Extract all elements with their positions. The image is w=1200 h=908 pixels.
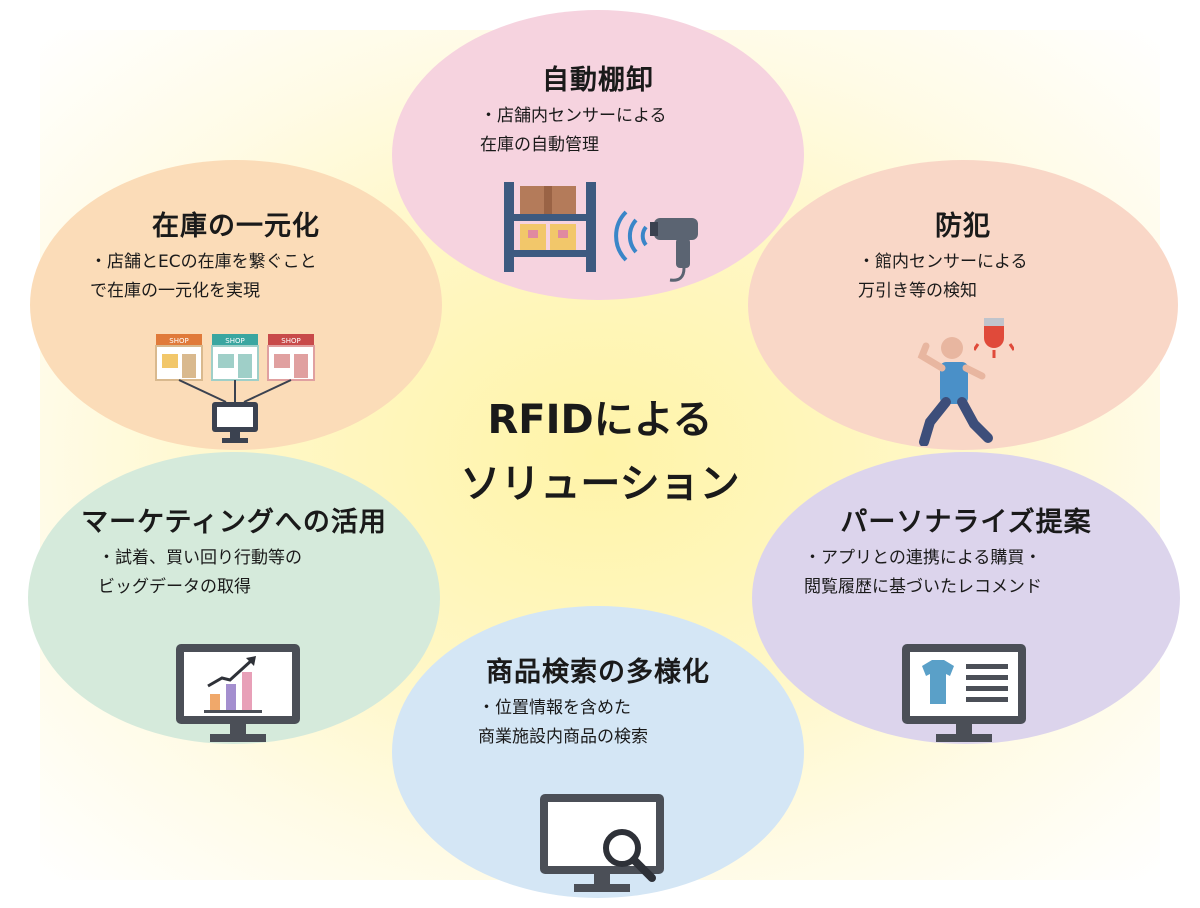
bubble-personalize: パーソナライズ提案 ・アプリとの連携による購買・ 閲覧履歴に基づいたレコメンド bbox=[752, 452, 1180, 744]
search-monitor-icon bbox=[538, 792, 668, 892]
center-title-line1: RFIDによる bbox=[487, 397, 713, 443]
bubble-desc: ・館内センサーによる 万引き等の検知 bbox=[858, 252, 1028, 301]
shop-network-icon: SHOP SHOP SHOP bbox=[150, 328, 324, 446]
bubble-desc: ・位置情報を含めた 商業施設内商品の検索 bbox=[478, 698, 648, 747]
chart-monitor-icon bbox=[174, 642, 302, 744]
scanner-icon bbox=[604, 190, 704, 286]
bubble-title: マーケティングへの活用 bbox=[81, 507, 387, 538]
thief-icon bbox=[916, 334, 996, 446]
shop-sign: SHOP bbox=[225, 337, 244, 345]
alarm-icon bbox=[974, 316, 1014, 360]
bubble-title: パーソナライズ提案 bbox=[840, 507, 1092, 538]
bubble-title: 自動棚卸 bbox=[542, 65, 654, 96]
shelf-icon bbox=[500, 178, 600, 274]
shop-icon bbox=[155, 334, 203, 381]
bubble-unified-stock: 在庫の一元化 ・店舗とECの在庫を繋ぐこと で在庫の一元化を実現 S bbox=[30, 160, 442, 450]
bubble-title: 防犯 bbox=[935, 211, 991, 242]
bubble-security: 防犯 ・館内センサーによる 万引き等の検知 bbox=[748, 160, 1178, 450]
shop-icon bbox=[211, 334, 259, 381]
bubble-desc: ・試着、買い回り行動等の ビッグデータの取得 bbox=[98, 548, 302, 597]
center-title: RFIDによる ソリューション bbox=[430, 388, 770, 516]
bubble-title: 在庫の一元化 bbox=[152, 211, 320, 242]
bubble-marketing: マーケティングへの活用 ・試着、買い回り行動等の ビッグデータの取得 bbox=[28, 452, 440, 744]
shop-sign: SHOP bbox=[169, 337, 188, 345]
bubble-auto-inventory: 自動棚卸 ・店舗内センサーによる 在庫の自動管理 bbox=[392, 10, 804, 300]
bubble-desc: ・店舗とECの在庫を繋ぐこと で在庫の一元化を実現 bbox=[90, 252, 317, 301]
shop-icon bbox=[267, 334, 315, 381]
pc-monitor-icon bbox=[212, 402, 258, 443]
bubble-desc: ・店舗内センサーによる 在庫の自動管理 bbox=[480, 106, 667, 155]
bubble-desc: ・アプリとの連携による購買・ 閲覧履歴に基づいたレコメンド bbox=[804, 548, 1042, 597]
center-title-line2: ソリューション bbox=[460, 461, 740, 507]
bubble-product-search: 商品検索の多様化 ・位置情報を含めた 商業施設内商品の検索 bbox=[392, 606, 804, 898]
bubble-title: 商品検索の多様化 bbox=[486, 657, 710, 688]
shirt-monitor-icon bbox=[900, 642, 1028, 744]
shop-sign: SHOP bbox=[281, 337, 300, 345]
